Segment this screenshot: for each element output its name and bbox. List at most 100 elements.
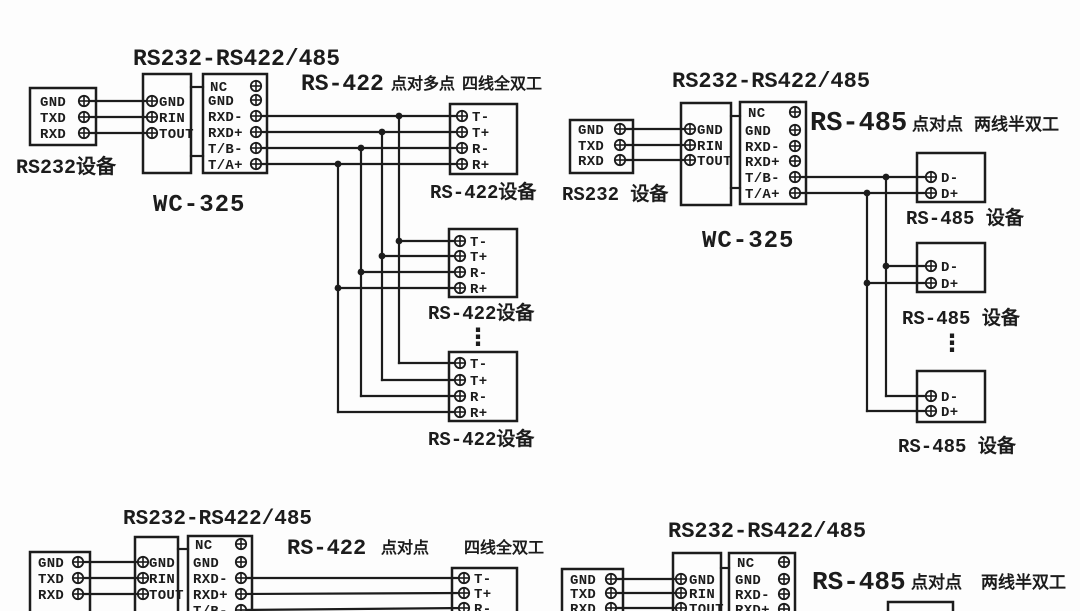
terminal-block-box xyxy=(201,72,269,175)
pin-label: GND xyxy=(40,95,66,111)
screw-terminal-icon xyxy=(77,94,91,108)
junction-dot xyxy=(357,144,365,152)
pin-label: RXD+ xyxy=(745,155,780,171)
rs485-device-box xyxy=(915,151,987,204)
pin-label: GND xyxy=(745,124,771,140)
junction-dot xyxy=(863,279,871,287)
screw-terminal-icon xyxy=(453,265,467,279)
screw-terminal-icon xyxy=(788,123,802,137)
screw-terminal-icon xyxy=(234,603,248,611)
pin-label: RXD+ xyxy=(193,588,228,604)
pin-label: D- xyxy=(941,390,958,406)
junction-dot xyxy=(378,252,386,260)
screw-terminal-icon xyxy=(924,186,938,200)
screw-terminal-icon xyxy=(613,153,627,167)
screw-terminal-icon xyxy=(71,571,85,585)
pin-label: RXD- xyxy=(193,572,228,588)
rs232-device-box xyxy=(28,86,98,147)
pin-label: T/B- xyxy=(208,142,243,158)
screw-terminal-icon xyxy=(453,373,467,387)
pin-label: TXD xyxy=(570,587,596,603)
pin-label: R- xyxy=(472,142,489,158)
heading-duplex: 四线全双工 xyxy=(464,538,544,558)
pin-label: T/A+ xyxy=(208,158,243,174)
pin-label: RIN xyxy=(149,572,175,588)
screw-terminal-icon xyxy=(249,79,263,93)
title-label: RS232-RS422/485 xyxy=(123,508,312,531)
pin-label: T+ xyxy=(472,126,489,142)
screw-terminal-icon xyxy=(924,404,938,418)
pin-label: NC xyxy=(737,556,755,572)
diagram-top-left-rs422-multidrop: RS232-RS422/485 RS-422 点对多点 四线全双工 GND TX… xyxy=(16,46,542,451)
screw-terminal-icon xyxy=(604,586,618,600)
rs422-device-box xyxy=(448,102,519,176)
screw-terminal-icon xyxy=(234,587,248,601)
screw-terminal-icon xyxy=(683,153,697,167)
pin-label: D- xyxy=(941,171,958,187)
screw-terminal-icon xyxy=(777,587,791,601)
screw-terminal-icon xyxy=(77,126,91,140)
heading-latin: RS-422 xyxy=(301,71,384,97)
screw-terminal-icon xyxy=(453,281,467,295)
pin-label: T/B- xyxy=(193,604,228,611)
pin-label: R- xyxy=(470,266,487,282)
converter-box xyxy=(679,101,733,207)
junction-dot xyxy=(334,284,342,292)
screw-terminal-icon xyxy=(788,105,802,119)
pin-label: GND xyxy=(193,556,219,572)
heading-latin: RS-485 xyxy=(812,567,906,597)
wire xyxy=(239,606,466,611)
screw-terminal-icon xyxy=(683,138,697,152)
title-label: RS232-RS422/485 xyxy=(668,519,866,544)
heading-mode: 点对多点 xyxy=(391,74,455,94)
pin-label: GND xyxy=(578,123,604,139)
junction-dot xyxy=(882,173,890,181)
screw-terminal-icon xyxy=(457,586,471,600)
pin-label: TXD xyxy=(578,139,604,155)
screw-terminal-icon xyxy=(455,141,469,155)
pin-label: RXD+ xyxy=(735,603,770,611)
screw-terminal-icon xyxy=(136,571,150,585)
pin-label: TOUT xyxy=(159,127,194,143)
pin-label: NC xyxy=(210,80,228,96)
screw-terminal-icon xyxy=(683,122,697,136)
pin-label: RXD- xyxy=(208,110,243,126)
pin-label: RXD xyxy=(40,127,66,143)
screw-terminal-icon xyxy=(234,537,248,551)
rs422-device-box xyxy=(450,566,519,611)
terminal-block-box xyxy=(727,551,797,611)
diagram-bottom-left-rs422: RS232-RS422/485 RS-422 点对点 四线全双工 GND TXD… xyxy=(28,508,544,611)
rs485-device-box xyxy=(915,369,987,424)
pin-label: TOUT xyxy=(689,602,724,611)
pin-label: GND xyxy=(159,95,185,111)
screw-terminal-icon xyxy=(453,405,467,419)
pin-label: RXD+ xyxy=(208,126,243,142)
converter-model-label: WC-325 xyxy=(702,228,794,255)
pin-label: GND xyxy=(735,573,761,589)
junction-dot xyxy=(882,262,890,270)
pin-label: T+ xyxy=(474,587,491,603)
screw-terminal-icon xyxy=(924,259,938,273)
pin-label: T/B- xyxy=(745,171,780,187)
rs485-device-box xyxy=(886,600,955,611)
heading-duplex: 两线半双工 xyxy=(981,572,1066,594)
screw-terminal-icon xyxy=(924,276,938,290)
device-label: RS-422设备 xyxy=(430,180,537,204)
rs232-device-box xyxy=(28,550,92,611)
screw-terminal-icon xyxy=(249,93,263,107)
screw-terminal-icon xyxy=(674,586,688,600)
screw-terminal-icon xyxy=(604,601,618,611)
heading-duplex: 四线全双工 xyxy=(462,74,542,94)
pin-label: RIN xyxy=(689,587,715,603)
pin-label: RXD- xyxy=(745,140,780,156)
pin-label: D+ xyxy=(941,187,958,203)
pin-label: TXD xyxy=(38,572,64,588)
screw-terminal-icon xyxy=(457,601,471,611)
pin-label: GND xyxy=(149,556,175,572)
pin-label: NC xyxy=(748,106,766,122)
screw-terminal-icon xyxy=(455,109,469,123)
pin-label: RIN xyxy=(159,111,185,127)
screw-terminal-icon xyxy=(453,389,467,403)
pin-label: RXD- xyxy=(735,588,770,604)
